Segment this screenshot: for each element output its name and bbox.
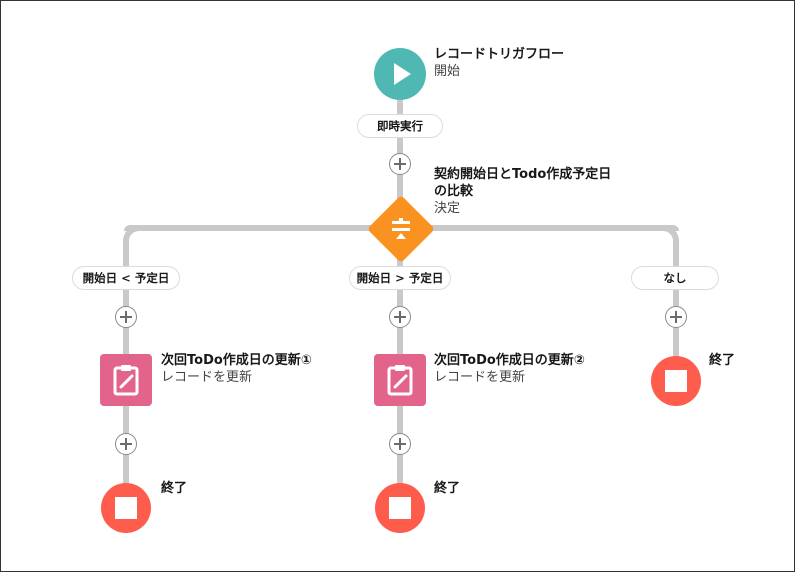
update-2-subtitle: レコードを更新 — [434, 370, 526, 385]
schedule-path-label[interactable]: 即時実行 — [357, 114, 443, 138]
end-node-default-label: 終了 — [709, 352, 735, 369]
add-element-button[interactable] — [115, 306, 137, 328]
end-node-left-label: 終了 — [161, 480, 187, 497]
outcome-label-default[interactable]: なし — [631, 266, 719, 290]
add-element-button[interactable] — [389, 433, 411, 455]
end-node-left[interactable] — [101, 483, 151, 533]
end-node-default[interactable] — [651, 356, 701, 406]
connector-right-vertical — [673, 239, 679, 359]
start-node[interactable] — [374, 48, 426, 100]
update-record-node-1-label: 次回ToDo作成日の更新① レコードを更新 — [161, 352, 312, 386]
decision-node-label: 契約開始日とTodo作成予定日 の比較 決定 — [434, 166, 611, 217]
clipboard-edit-icon — [113, 365, 139, 396]
update-2-title: 次回ToDo作成日の更新② — [434, 353, 585, 368]
start-title: レコードトリガフロー — [434, 47, 565, 62]
stop-icon — [115, 497, 137, 519]
update-record-node-1[interactable] — [100, 354, 152, 406]
connector-left-corner — [123, 225, 143, 245]
decision-title-line2: の比較 — [434, 184, 474, 199]
end-label: 終了 — [434, 481, 461, 496]
end-node-center-label: 終了 — [434, 480, 460, 497]
connector-left-branch-horizontal — [124, 225, 404, 231]
stop-icon — [665, 370, 687, 392]
update-record-node-2[interactable] — [374, 354, 426, 406]
connector-main-top — [397, 97, 403, 203]
start-node-label: レコードトリガフロー 開始 — [434, 46, 564, 80]
add-element-button[interactable] — [665, 306, 687, 328]
end-node-center[interactable] — [375, 483, 425, 533]
update-record-node-2-label: 次回ToDo作成日の更新② レコードを更新 — [434, 352, 585, 386]
add-element-button[interactable] — [389, 153, 411, 175]
add-element-button[interactable] — [389, 306, 411, 328]
decision-subtitle: 決定 — [434, 201, 461, 216]
start-subtitle: 開始 — [434, 64, 461, 79]
outcome-label-left[interactable]: 開始日 < 予定日 — [72, 266, 180, 290]
outcome-label-center[interactable]: 開始日 > 予定日 — [349, 266, 451, 290]
update-1-title: 次回ToDo作成日の更新① — [161, 353, 312, 368]
clipboard-edit-icon — [387, 365, 413, 396]
connector-right-corner — [659, 225, 679, 245]
add-element-button[interactable] — [115, 433, 137, 455]
end-label: 終了 — [161, 481, 188, 496]
decision-title-line1: 契約開始日とTodo作成予定日 — [434, 167, 612, 182]
end-label: 終了 — [709, 353, 736, 368]
connector-right-branch-horizontal — [397, 225, 679, 231]
play-icon — [394, 63, 411, 85]
update-1-subtitle: レコードを更新 — [161, 370, 253, 385]
decision-icon — [392, 218, 410, 239]
stop-icon — [389, 497, 411, 519]
